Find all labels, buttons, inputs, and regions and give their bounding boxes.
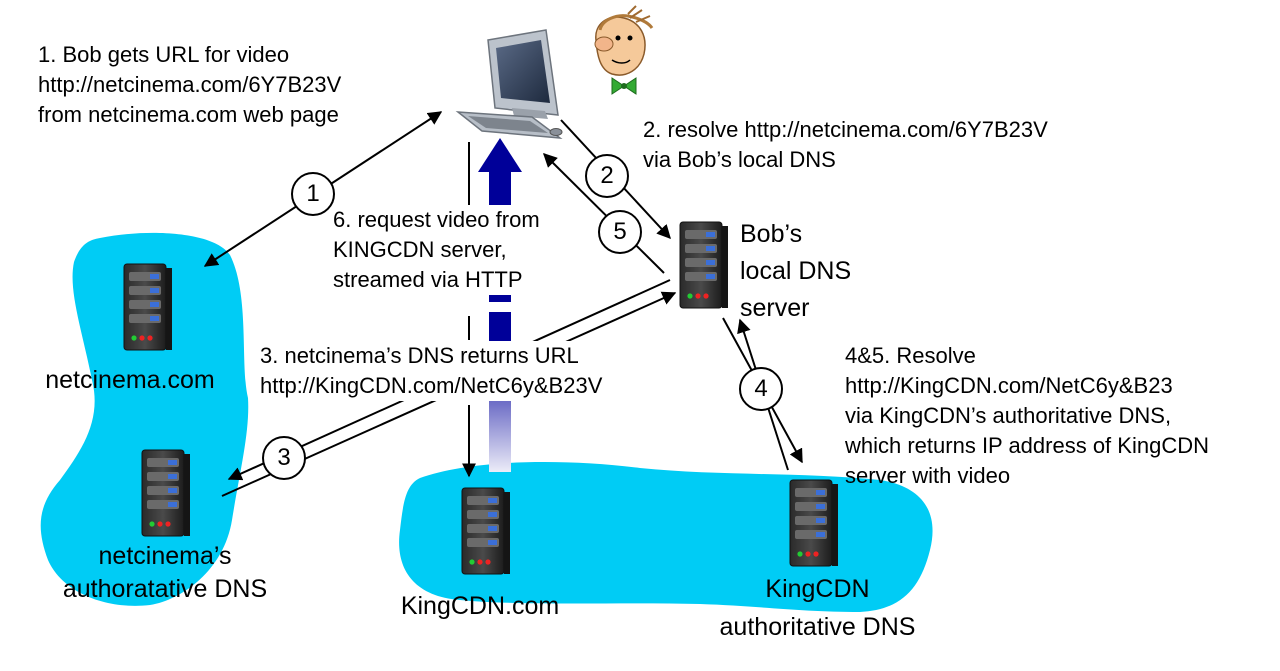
kingcdn-label: KingCDN.com [400, 592, 560, 620]
video-stream-arrow [478, 138, 522, 472]
bob-user-icon [594, 5, 654, 95]
step-1-label: 1. Bob gets URL for video http://netcine… [38, 42, 342, 127]
step-6-label: 6. request video from KINGCDN server, st… [333, 205, 540, 295]
kingcdn-auth-dns-label: KingCDN authoritative DNS [719, 575, 916, 641]
server-icon [679, 221, 729, 309]
arrow-5 [543, 153, 665, 274]
netcinema-cloud [40, 232, 249, 606]
step-marker-5: 5 [598, 210, 642, 254]
server-icon [789, 479, 839, 567]
step-marker-3: 3 [262, 436, 306, 480]
step-marker-1: 1 [291, 172, 335, 216]
step-marker-2: 2 [585, 154, 629, 198]
step-45-label: 4&5. Resolve http://KingCDN.com/NetC6y&B… [845, 343, 1209, 488]
desktop-computer-icon [455, 29, 563, 139]
step-2-label: 2. resolve http://netcinema.com/6Y7B23V … [643, 117, 1048, 172]
server-icon [141, 449, 191, 537]
step-3-label: 3. netcinema’s DNS returns URL http://Ki… [260, 341, 603, 401]
bob-local-dns-label: Bob’s local DNS server [740, 220, 852, 322]
netcinema-label: netcinema.com [45, 366, 215, 394]
step-marker-4: 4 [739, 367, 783, 411]
server-icon [461, 487, 511, 575]
netcinema-auth-dns-label: netcinema’s authoratative DNS [62, 542, 268, 603]
server-icon [123, 263, 173, 351]
